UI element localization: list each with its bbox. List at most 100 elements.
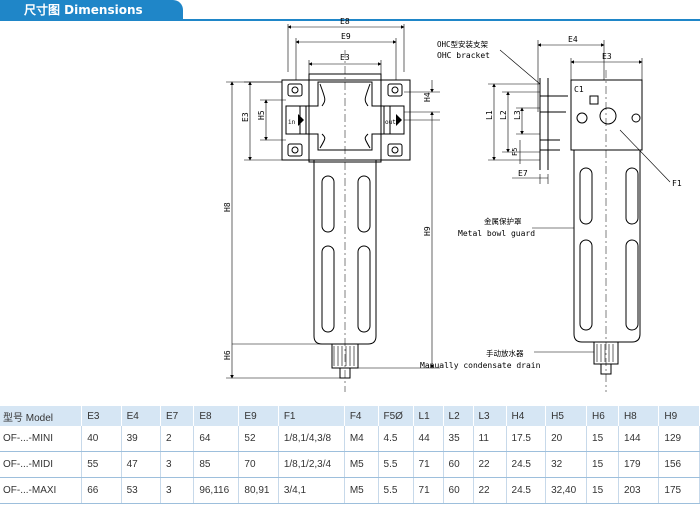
table-cell: 35	[443, 426, 474, 452]
table-cell: 32	[545, 451, 588, 478]
table-cell: 3/4,1	[278, 477, 345, 504]
bracket-callout-cn: OHC型安装支架	[437, 39, 489, 49]
table-cell: 32,40	[545, 477, 588, 504]
column-header: H6	[586, 406, 619, 426]
label-l2: L2	[499, 110, 508, 120]
label-h4: H4	[423, 92, 432, 102]
section-header-tab: 尺寸图 Dimensions	[0, 0, 183, 20]
label-h8: H8	[223, 202, 232, 212]
label-h5: H5	[257, 110, 266, 120]
column-header: L2	[443, 406, 474, 426]
table-cell: 5.5	[378, 451, 414, 478]
table-cell: M5	[344, 451, 379, 478]
table-cell: 15	[586, 426, 619, 452]
column-header: 型号 Model	[0, 406, 83, 426]
table-cell: 144	[618, 426, 660, 452]
label-e7: E7	[518, 169, 528, 178]
label-out: out	[385, 119, 396, 126]
label-l1: L1	[485, 110, 494, 120]
table-cell: 2	[160, 426, 195, 452]
label-e4: E4	[568, 35, 578, 44]
dimension-drawing: E8 E9 E3 in out	[223, 17, 682, 392]
table-cell: 3	[160, 477, 195, 504]
model-cell: OF-...-MINI	[0, 426, 83, 452]
table-cell: 64	[193, 426, 240, 452]
label-h9: H9	[423, 226, 432, 236]
column-header: E8	[193, 406, 240, 426]
table-cell: 11	[473, 426, 507, 452]
table-cell: 179	[618, 451, 660, 478]
label-f1: F1	[672, 179, 682, 188]
table-cell: 5.5	[378, 477, 414, 504]
table-cell: 15	[586, 477, 619, 504]
table-cell: 85	[193, 451, 240, 478]
table-cell: 55	[81, 451, 122, 478]
column-header: E3	[81, 406, 122, 426]
label-e8: E8	[340, 17, 350, 26]
column-header: H9	[658, 406, 700, 426]
table-cell: 66	[81, 477, 122, 504]
label-e3-vertical: E3	[241, 112, 250, 122]
table-cell: 156	[658, 451, 700, 478]
table-cell: 20	[545, 426, 588, 452]
column-header: F5Ø	[378, 406, 414, 426]
drain-callout-cn: 手动放水器	[486, 348, 524, 358]
table-cell: 22	[473, 477, 507, 504]
table-cell: 96,116	[193, 477, 240, 504]
table-cell: 52	[238, 426, 279, 452]
table-cell: 24.5	[506, 477, 547, 504]
column-header: E7	[160, 406, 195, 426]
column-header: L1	[413, 406, 444, 426]
section-title: 尺寸图 Dimensions	[24, 3, 143, 17]
label-f5: F5	[511, 148, 519, 156]
label-e3-side: E3	[602, 52, 612, 61]
table-cell: M5	[344, 477, 379, 504]
table-cell: 1/8,1/4,3/8	[278, 426, 345, 452]
column-header: L3	[473, 406, 507, 426]
header-rule	[0, 19, 700, 21]
model-cell: OF-...-MIDI	[0, 451, 83, 478]
model-cell: OF-...-MAXI	[0, 477, 83, 504]
table-cell: 129	[658, 426, 700, 452]
table-cell: 70	[238, 451, 279, 478]
side-view: E4 E3 OHC型安装支架 OHC bracket C1 L1 L2 L3	[420, 35, 682, 392]
guard-callout-cn: 金属保护罩	[484, 216, 522, 226]
table-cell: 15	[586, 451, 619, 478]
table-cell: 44	[413, 426, 444, 452]
table-cell: 60	[443, 477, 474, 504]
column-header: F1	[278, 406, 345, 426]
table-cell: 80,91	[238, 477, 279, 504]
table-cell: 71	[413, 451, 444, 478]
label-h6: H6	[223, 350, 232, 360]
table-cell: 40	[81, 426, 122, 452]
label-e9: E9	[341, 32, 351, 41]
table-cell: 17.5	[506, 426, 547, 452]
column-header: E4	[121, 406, 162, 426]
column-header: F4	[344, 406, 379, 426]
column-header: H8	[618, 406, 660, 426]
table-cell: M4	[344, 426, 379, 452]
label-in: in	[288, 119, 296, 126]
front-view: E8 E9 E3 in out	[223, 17, 440, 392]
drain-callout-en: Manually condensate drain	[420, 361, 541, 370]
section-header: 尺寸图 Dimensions	[0, 0, 700, 22]
table-cell: 53	[121, 477, 162, 504]
table-cell: 203	[618, 477, 660, 504]
table-cell: 47	[121, 451, 162, 478]
column-header: E9	[238, 406, 279, 426]
table-cell: 4.5	[378, 426, 414, 452]
label-c1: C1	[574, 85, 584, 94]
table-cell: 24.5	[506, 451, 547, 478]
table-cell: 39	[121, 426, 162, 452]
table-cell: 3	[160, 451, 195, 478]
column-header: H5	[545, 406, 588, 426]
table-cell: 1/8,1/2,3/4	[278, 451, 345, 478]
table-cell: 60	[443, 451, 474, 478]
bracket-callout-en: OHC bracket	[437, 51, 490, 60]
table-cell: 22	[473, 451, 507, 478]
table-cell: 71	[413, 477, 444, 504]
